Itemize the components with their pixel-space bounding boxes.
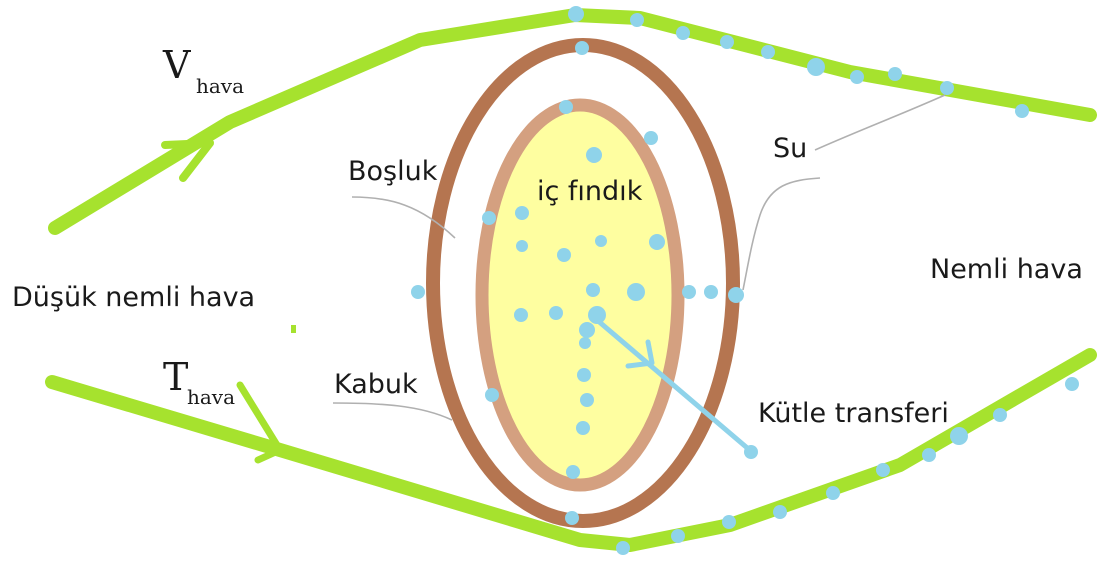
- water-droplet: [579, 322, 595, 338]
- water-droplet: [586, 147, 602, 163]
- water-droplet: [616, 541, 630, 555]
- water-droplet: [940, 81, 954, 95]
- water-droplet: [566, 465, 580, 479]
- leader-su-upper: [815, 95, 945, 150]
- bosluk-label: Boşluk: [348, 156, 438, 187]
- water-droplet: [1015, 104, 1029, 118]
- dusuk-nemli-hava-label: Düşük nemli hava: [12, 282, 255, 313]
- water-droplet: [950, 427, 968, 445]
- water-droplet: [580, 393, 594, 407]
- water-droplet: [876, 463, 890, 477]
- t-hava-subscript: hava: [187, 385, 235, 409]
- water-droplet: [485, 388, 499, 402]
- water-droplet: [411, 285, 425, 299]
- water-droplet: [482, 211, 496, 225]
- leader-su-lower: [743, 178, 820, 290]
- leader-kabuk: [333, 403, 452, 420]
- water-droplet: [922, 448, 936, 462]
- water-droplet: [993, 408, 1007, 422]
- v-hava-subscript: hava: [196, 74, 244, 98]
- water-droplet: [761, 45, 775, 59]
- kabuk-label: Kabuk: [334, 369, 418, 400]
- water-droplet: [559, 100, 573, 114]
- water-droplet: [595, 235, 607, 247]
- water-droplet: [586, 283, 600, 297]
- water-droplet: [514, 308, 528, 322]
- water-droplet: [728, 287, 744, 303]
- water-droplet: [720, 35, 734, 49]
- water-droplet: [682, 285, 696, 299]
- small-green-mark: [291, 325, 296, 333]
- water-droplet: [676, 26, 690, 40]
- kutle-transferi-label: Kütle transferi: [758, 398, 949, 429]
- water-droplet: [850, 70, 864, 84]
- v-hava-label: V: [162, 43, 191, 87]
- water-droplet: [826, 486, 840, 500]
- water-droplet: [565, 511, 579, 525]
- water-droplet: [588, 306, 606, 324]
- water-droplet: [773, 505, 787, 519]
- water-droplet: [1065, 377, 1079, 391]
- water-droplet: [888, 67, 902, 81]
- water-droplet: [568, 6, 584, 22]
- t-hava-label: T: [163, 355, 188, 399]
- nemli-hava-label: Nemli hava: [930, 254, 1083, 285]
- water-droplet: [549, 306, 563, 320]
- water-droplet: [744, 445, 758, 459]
- water-droplet: [579, 337, 591, 349]
- ic-findik-label: iç fındık: [537, 176, 643, 207]
- su-label: Su: [773, 133, 807, 164]
- water-droplet: [515, 206, 529, 220]
- water-droplet: [516, 240, 528, 252]
- water-droplet: [807, 58, 825, 76]
- water-droplet: [704, 285, 718, 299]
- water-droplet: [575, 41, 589, 55]
- water-droplet: [644, 131, 658, 145]
- water-droplet: [649, 234, 665, 250]
- water-droplet: [577, 368, 591, 382]
- water-droplet: [557, 248, 571, 262]
- water-droplet: [671, 529, 685, 543]
- water-droplet: [722, 515, 736, 529]
- water-droplet: [630, 13, 644, 27]
- water-droplet: [576, 421, 590, 435]
- water-droplet: [627, 283, 645, 301]
